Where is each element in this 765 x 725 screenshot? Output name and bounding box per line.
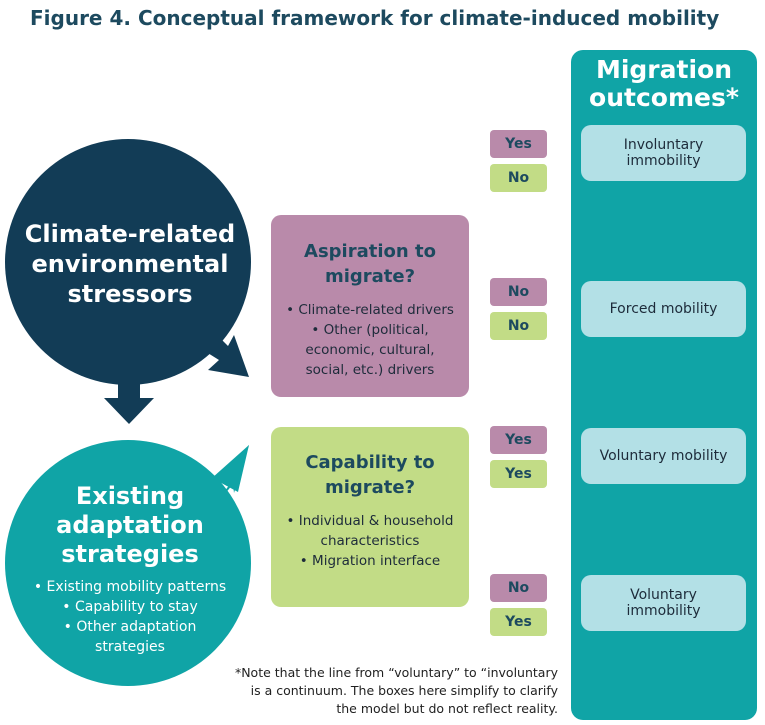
capability-content: Capability to migrate? • Individual & ho… bbox=[272, 450, 468, 571]
adaptation-bullet: • Other adaptation bbox=[63, 619, 197, 635]
outcome-line: Forced mobility bbox=[609, 301, 718, 317]
aspiration-box bbox=[271, 215, 469, 397]
stressors-line: stressors bbox=[67, 280, 193, 308]
decision-2-capability-badge: No bbox=[490, 312, 547, 340]
adaptation-line: adaptation bbox=[56, 511, 204, 539]
stressors-title: Climate-related environmental stressors bbox=[14, 219, 246, 309]
outcomes-title-line: Migration bbox=[595, 55, 733, 84]
capability-bullets: • Individual & household characteristics… bbox=[272, 511, 468, 571]
footnote-line: the model but do not reflect reality. bbox=[336, 701, 558, 716]
adaptation-bullets: • Existing mobility patterns • Capabilit… bbox=[14, 577, 246, 657]
outcome-line: Involuntary bbox=[623, 137, 704, 153]
footnote-line: *Note that the line from “voluntary” to … bbox=[234, 665, 558, 680]
capability-bullet: characteristics bbox=[320, 533, 420, 549]
outcomes-title: Migration outcomes* bbox=[571, 56, 757, 112]
adaptation-line: Existing bbox=[75, 482, 185, 510]
decision-4-capability-badge: Yes bbox=[490, 608, 547, 636]
footnote: *Note that the line from “voluntary” to … bbox=[222, 664, 558, 718]
capability-title-line: Capability to bbox=[305, 452, 435, 473]
decision-3-capability-badge: Yes bbox=[490, 460, 547, 488]
outcome-line: Voluntary mobility bbox=[599, 448, 728, 464]
decision-4-aspiration-badge: No bbox=[490, 574, 547, 602]
aspiration-bullet: • Climate-related drivers bbox=[286, 302, 454, 318]
stressors-down-arrow bbox=[104, 378, 154, 424]
figure-title: Figure 4. Conceptual framework for clima… bbox=[30, 6, 720, 30]
adaptation-line: strategies bbox=[61, 540, 199, 568]
aspiration-bullet: • Other (political, bbox=[311, 322, 429, 338]
outcome-involuntary-immobility: Involuntary immobility bbox=[581, 125, 746, 181]
capability-box bbox=[271, 427, 469, 607]
outcomes-title-line: outcomes* bbox=[589, 83, 739, 112]
outcome-voluntary-immobility: Voluntary immobility bbox=[581, 575, 746, 631]
adaptation-circle bbox=[5, 440, 251, 686]
outcome-line: immobility bbox=[626, 153, 701, 169]
stressors-line: Climate-related bbox=[24, 220, 236, 248]
stressors-right-arrow bbox=[198, 332, 249, 377]
outcome-line: Voluntary bbox=[630, 587, 697, 603]
outcome-forced-mobility: Forced mobility bbox=[581, 281, 746, 337]
adaptation-title: Existing adaptation strategies bbox=[14, 482, 246, 569]
stressors-circle bbox=[5, 139, 251, 385]
adaptation-bullet: strategies bbox=[95, 639, 165, 655]
capability-title-line: migrate? bbox=[324, 477, 416, 498]
decision-3-aspiration-badge: Yes bbox=[490, 426, 547, 454]
stressors-line: environmental bbox=[31, 250, 229, 278]
capability-bullet: • Individual & household bbox=[286, 513, 454, 529]
adaptation-bullet: • Existing mobility patterns bbox=[33, 579, 227, 595]
aspiration-bullet: economic, cultural, bbox=[305, 342, 435, 358]
decision-1-capability-badge: No bbox=[490, 164, 547, 192]
outcome-voluntary-mobility: Voluntary mobility bbox=[581, 428, 746, 484]
decision-1-aspiration-badge: Yes bbox=[490, 130, 547, 158]
aspiration-bullets: • Climate-related drivers • Other (polit… bbox=[272, 300, 468, 380]
capability-bullet: • Migration interface bbox=[299, 553, 441, 569]
adaptation-bullet: • Capability to stay bbox=[62, 599, 198, 615]
aspiration-title-line: migrate? bbox=[324, 266, 416, 287]
decision-2-aspiration-badge: No bbox=[490, 278, 547, 306]
adaptation-arrow-head bbox=[212, 445, 249, 492]
outcomes-panel bbox=[571, 50, 757, 720]
footnote-line: is a continuum. The boxes here simplify … bbox=[250, 683, 558, 698]
aspiration-title-line: Aspiration to bbox=[304, 241, 436, 262]
capability-title: Capability to migrate? bbox=[272, 450, 468, 500]
aspiration-bullet: social, etc.) drivers bbox=[305, 362, 435, 378]
aspiration-content: Aspiration to migrate? • Climate-related… bbox=[272, 239, 468, 380]
outcome-line: immobility bbox=[626, 603, 701, 619]
aspiration-title: Aspiration to migrate? bbox=[272, 239, 468, 289]
